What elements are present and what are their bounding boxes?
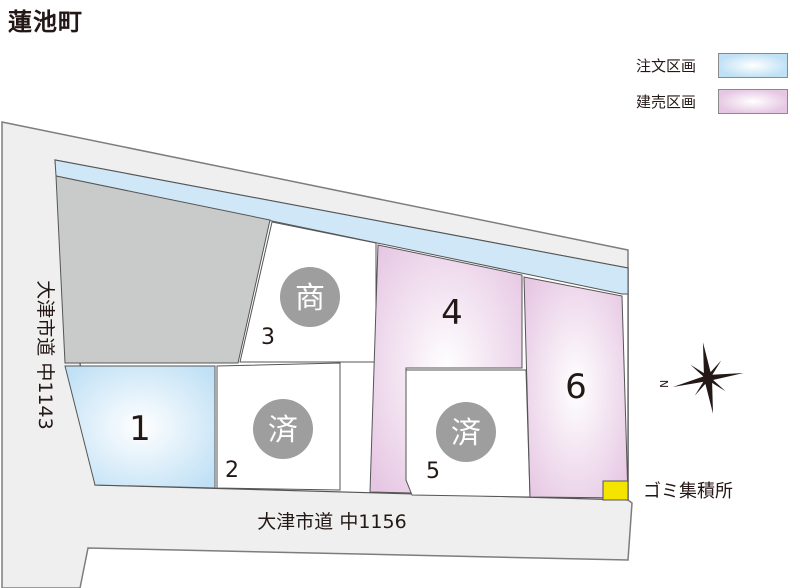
sold-badge — [436, 402, 496, 462]
lot-2-number: 2 — [225, 458, 239, 483]
sold-badge-text: 済 — [451, 416, 481, 451]
legend-label: 注文区画 — [636, 57, 697, 75]
legend-item-order: 注文区画 — [636, 53, 788, 78]
road-label-left: 大津市道 中1143 — [34, 280, 56, 429]
legend-item-ready-built: 建売区画 — [636, 89, 788, 114]
sold-badge — [253, 399, 313, 459]
legend-swatch-ready-built — [718, 89, 788, 114]
sold-badge-text: 済 — [268, 413, 298, 448]
lot-1-number: 1 — [129, 409, 151, 449]
garbage-point-marker — [602, 480, 629, 501]
compass-rose-icon — [672, 342, 744, 414]
lot-1[interactable] — [64, 365, 216, 489]
waterway-strip — [54, 159, 629, 295]
lot-5-number: 5 — [426, 459, 440, 484]
road-label-bottom: 大津市道 中1156 — [257, 511, 406, 533]
legend-swatch-order — [718, 53, 788, 78]
lot-6-number: 6 — [565, 367, 587, 407]
compass-north-label: N — [658, 380, 671, 388]
lot-3-number: 3 — [261, 325, 275, 350]
lot-gray-area — [55, 175, 271, 364]
lot-4-number: 4 — [441, 293, 463, 333]
commercial-badge-text: 商 — [295, 281, 325, 316]
legend-label: 建売区画 — [636, 93, 697, 111]
page-title: 蓮池町 — [8, 8, 83, 36]
commercial-badge — [280, 267, 340, 327]
garbage-point-label: ゴミ集積所 — [643, 481, 733, 502]
